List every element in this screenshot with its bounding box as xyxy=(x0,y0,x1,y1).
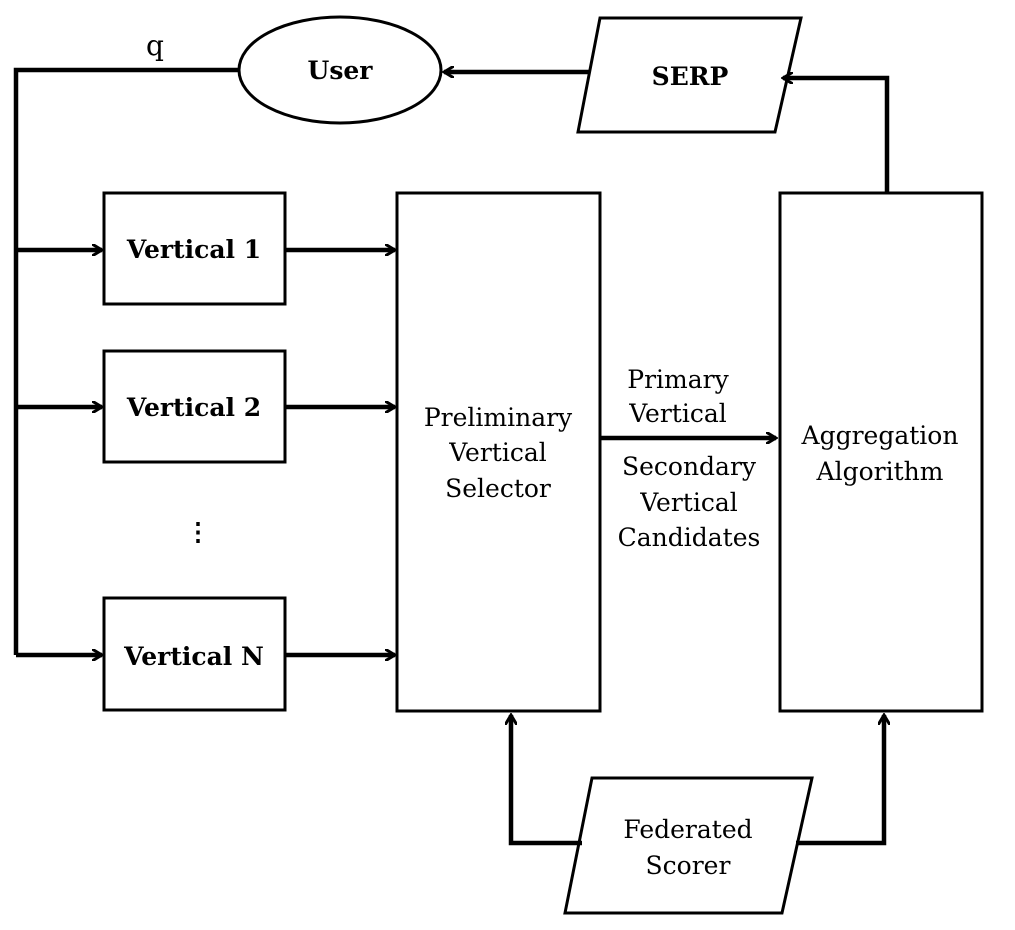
aggregation-line-2: Algorithm xyxy=(816,457,944,486)
scorer-line-1: Federated xyxy=(623,815,752,844)
secondary-line-1: Secondary xyxy=(622,452,757,481)
arrow-scorer-to-selector xyxy=(511,715,582,846)
primary-line-1: Primary xyxy=(627,365,729,394)
query-line xyxy=(13,67,240,655)
selector-line-2: Vertical xyxy=(448,438,546,467)
secondary-line-2: Vertical xyxy=(639,488,737,517)
scorer-line-2: Scorer xyxy=(646,851,731,880)
aggregation-algorithm-box xyxy=(778,191,984,713)
vertical-n-label: Vertical N xyxy=(123,642,264,671)
serp-label: SERP xyxy=(652,62,729,91)
vertical-1-box xyxy=(102,191,287,306)
federated-scorer-node xyxy=(563,776,814,915)
selector-line-3: Selector xyxy=(445,474,551,503)
preliminary-vertical-selector-box xyxy=(395,191,602,713)
vertical-2-box xyxy=(102,349,287,464)
primary-line-2: Vertical xyxy=(628,399,726,428)
arrow-aggregation-to-serp xyxy=(783,78,890,193)
user-node xyxy=(237,15,443,125)
vertical-ellipsis: ⋮ xyxy=(186,517,211,546)
query-label: q xyxy=(146,29,164,62)
arrow-scorer-to-aggregation xyxy=(796,715,884,846)
serp-node xyxy=(576,16,803,134)
selector-line-1: Preliminary xyxy=(424,403,573,432)
vertical-2-label: Vertical 2 xyxy=(126,393,261,422)
vertical-1-label: Vertical 1 xyxy=(126,235,261,264)
user-label: User xyxy=(308,56,374,85)
aggregation-line-1: Aggregation xyxy=(801,421,959,450)
secondary-line-3: Candidates xyxy=(618,523,761,552)
